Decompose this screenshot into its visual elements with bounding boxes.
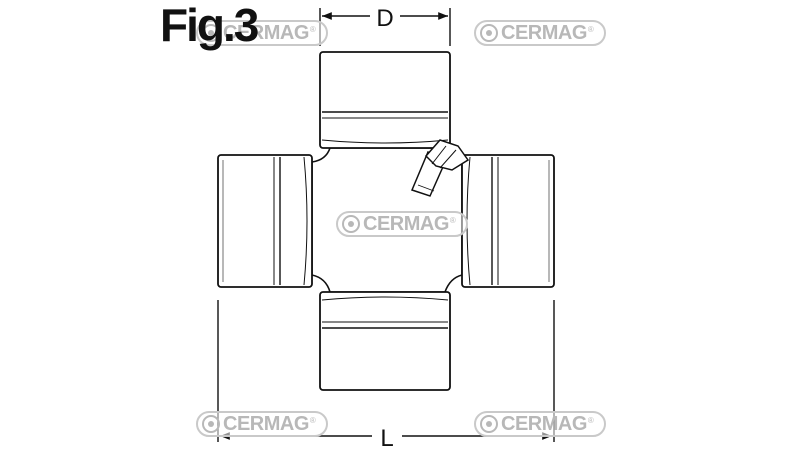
cermag-logo-icon bbox=[480, 24, 498, 42]
cermag-logo-icon bbox=[202, 24, 220, 42]
right-bearing-cup bbox=[461, 154, 555, 288]
watermark: CERMAG ® bbox=[336, 211, 468, 237]
left-bearing-cup bbox=[217, 154, 313, 288]
dimension-l-label: L bbox=[380, 425, 393, 450]
cermag-logo-icon bbox=[342, 215, 360, 233]
watermark-registered-mark: ® bbox=[587, 25, 594, 34]
dimension-d: D bbox=[319, 5, 451, 46]
watermark-text: CERMAG bbox=[223, 22, 309, 44]
watermark-text: CERMAG bbox=[501, 413, 587, 435]
cermag-logo-icon bbox=[480, 415, 498, 433]
watermark: CERMAG ® bbox=[474, 411, 606, 437]
watermark-text: CERMAG bbox=[223, 413, 309, 435]
cermag-logo-icon bbox=[202, 415, 220, 433]
watermark-registered-mark: ® bbox=[449, 216, 456, 225]
grease-nipple bbox=[410, 139, 470, 197]
watermark-text: CERMAG bbox=[363, 213, 449, 235]
watermark: CERMAG ® bbox=[474, 20, 606, 46]
watermark-registered-mark: ® bbox=[309, 25, 316, 34]
watermark-text: CERMAG bbox=[501, 22, 587, 44]
watermark: CERMAG ® bbox=[196, 20, 328, 46]
watermark: CERMAG ® bbox=[196, 411, 328, 437]
dimension-d-label: D bbox=[376, 5, 393, 32]
bottom-bearing-cup bbox=[319, 291, 451, 391]
watermark-registered-mark: ® bbox=[587, 416, 594, 425]
watermark-registered-mark: ® bbox=[309, 416, 316, 425]
top-bearing-cup bbox=[319, 51, 451, 149]
figure-title: Fig.3 bbox=[160, 0, 259, 51]
